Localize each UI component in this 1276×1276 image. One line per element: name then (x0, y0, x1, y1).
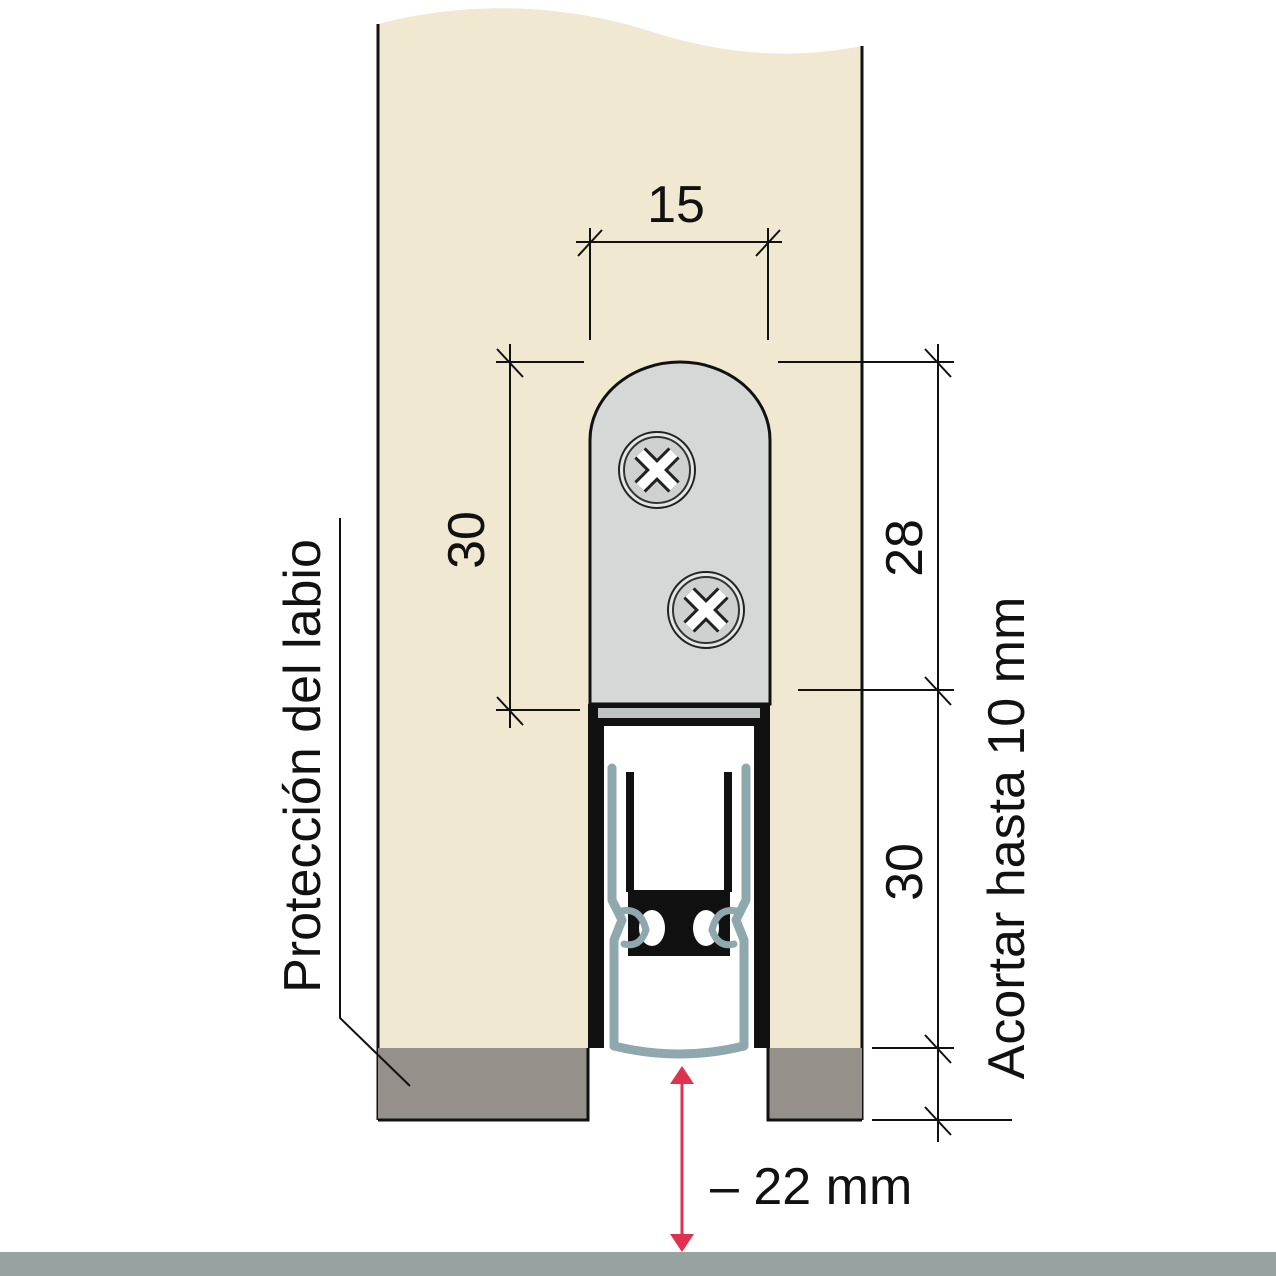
door-bottom-right (768, 1048, 862, 1120)
seal-hook-left (614, 907, 650, 949)
mechanism-rod-right (724, 772, 732, 892)
seal-hook-right (708, 907, 744, 949)
door-bottom-outline (378, 1048, 862, 1122)
floor (0, 1252, 1276, 1276)
dimension-width-top-label: 15 (647, 176, 705, 234)
dimension-height-right-lower-label: 30 (876, 843, 934, 901)
mechanism-rod-left (626, 772, 634, 892)
dimension-height-right-lower (872, 1034, 1012, 1136)
door-bottom-left (378, 1048, 588, 1120)
shorten-label: Acortar hasta 10 mm (978, 597, 1036, 1080)
lip-protection-leader (339, 518, 411, 1087)
screw-upper-icon (618, 431, 696, 509)
dimension-height-left-label: 30 (438, 511, 496, 569)
mounting-plate (588, 360, 772, 706)
lip-protection-label: Protección del labio (274, 539, 332, 993)
screw-lower-icon (667, 571, 745, 649)
seal-lip (607, 763, 751, 1059)
dimension-height-right-upper (778, 344, 954, 1142)
gap-label: – 22 mm (710, 1158, 912, 1216)
dimension-width-top (576, 228, 782, 340)
gap-arrow (670, 1066, 694, 1252)
dimension-height-left (496, 344, 584, 728)
housing-top-strip (598, 708, 760, 718)
dimension-height-right-upper-label: 28 (876, 519, 934, 577)
